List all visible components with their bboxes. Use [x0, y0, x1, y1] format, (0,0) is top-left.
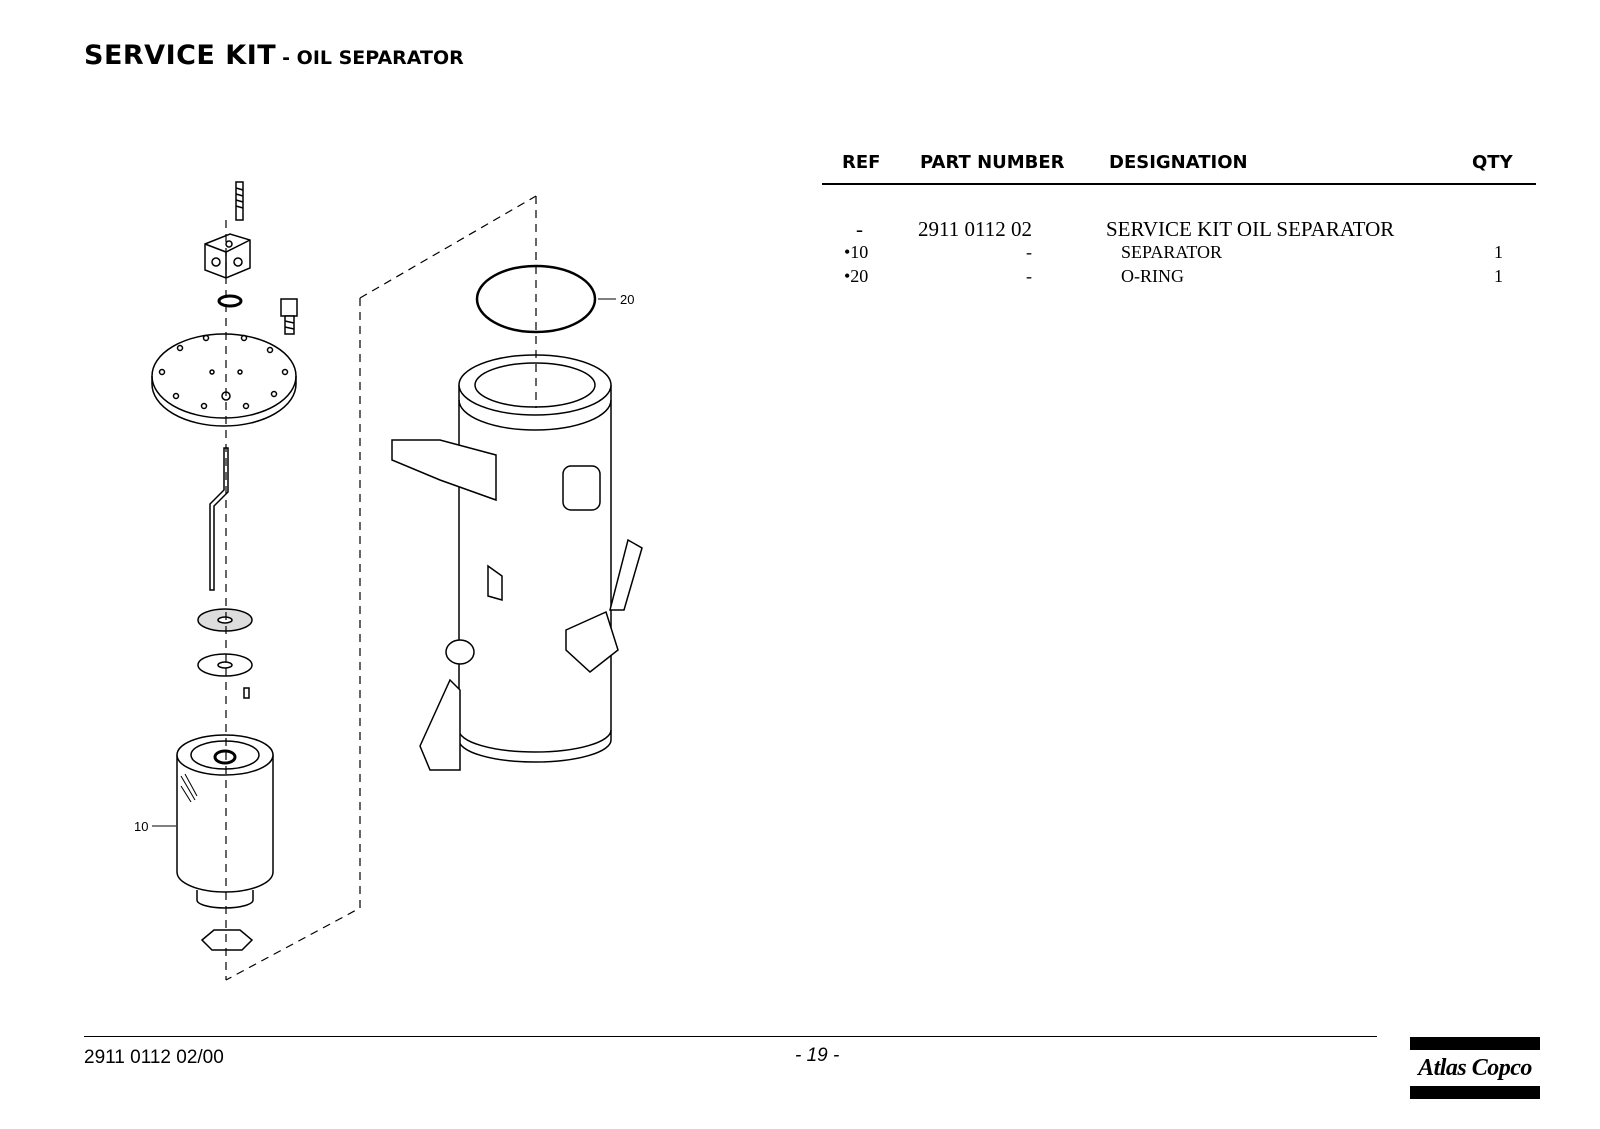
table-header-rule: [822, 183, 1536, 185]
side-bolt: [280, 298, 298, 335]
table-row-2-qty: 1: [1494, 266, 1503, 286]
logo-bar-top: [1410, 1037, 1540, 1050]
callout-20: 20: [620, 292, 634, 307]
column-header-part-number: PART NUMBER: [920, 152, 1065, 173]
page-title: SERVICE KIT- OIL SEPARATOR: [84, 40, 464, 71]
title-main: SERVICE KIT: [84, 40, 277, 71]
gasket: [197, 608, 253, 632]
table-row-0-part-number: 2911 0112 02: [918, 217, 1032, 241]
table-row-2-part-number: -: [1026, 266, 1032, 286]
dip-tube: [209, 447, 229, 591]
logo-bar-bottom: [1410, 1086, 1540, 1099]
table-row-2-ref: •20: [844, 266, 869, 286]
table-row-0-ref: -: [856, 217, 863, 241]
document-number: 2911 0112 02/00: [84, 1047, 224, 1068]
page-number: - 19 -: [795, 1045, 840, 1066]
callout-leaders: [152, 298, 616, 827]
callout-10: 10: [134, 819, 148, 834]
top-bolt: [235, 181, 244, 221]
table-row-1-qty: 1: [1494, 242, 1503, 262]
footer-rule: [84, 1036, 1377, 1037]
separator-element: [176, 734, 274, 909]
table-row-2-designation: O-RING: [1121, 266, 1184, 286]
retaining-plate: [197, 653, 253, 699]
title-subtitle: - OIL SEPARATOR: [282, 47, 464, 69]
table-row-1-designation: SEPARATOR: [1121, 242, 1223, 262]
column-header-designation: DESIGNATION: [1109, 152, 1248, 173]
column-header-ref: REF: [842, 152, 881, 173]
atlas-copco-logo: Atlas Copco: [1410, 1037, 1540, 1099]
table-row-0-designation: SERVICE KIT OIL SEPARATOR: [1106, 217, 1395, 241]
cover-plate: [151, 333, 297, 427]
separator-vessel: [391, 354, 643, 771]
logo-text: Atlas Copco: [1418, 1055, 1532, 1081]
bottom-plate: [200, 929, 254, 951]
mounting-block: [204, 233, 251, 279]
snap-ring: [217, 294, 243, 308]
table-row-1-ref: •10: [844, 242, 869, 262]
exploded-view-centerlines: [225, 195, 537, 981]
column-header-qty: QTY: [1472, 152, 1513, 173]
table-row-1-part-number: -: [1026, 242, 1032, 262]
